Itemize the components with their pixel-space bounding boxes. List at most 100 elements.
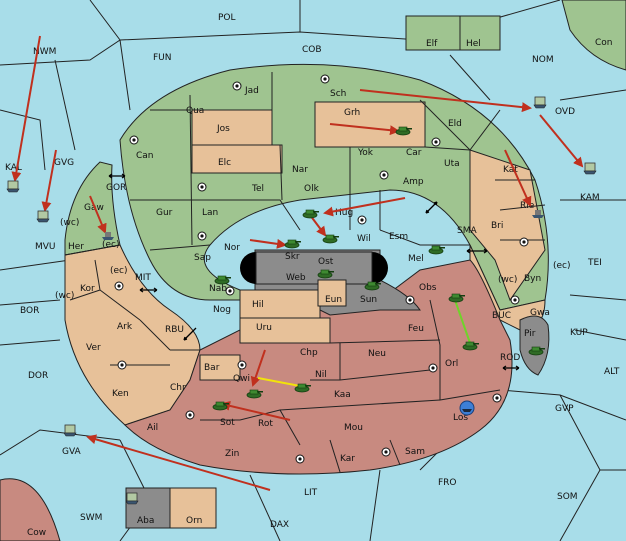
sea-label: GVG [54, 158, 74, 168]
order-arrows [11, 35, 584, 491]
land-label: Sch [330, 89, 346, 99]
land-label: Uru [256, 323, 272, 333]
land-label: Rot [258, 419, 273, 429]
land-label: Nog [213, 305, 231, 315]
land-label: Hug [335, 208, 353, 218]
sea-label: FRO [438, 478, 457, 488]
land-label: Eld [448, 119, 462, 129]
land-label: Cow [27, 528, 46, 538]
land-label: Tel [251, 184, 264, 194]
land-label: Mou [344, 423, 363, 433]
land-label: Orn [186, 516, 202, 526]
sea-label: DOR [28, 371, 48, 381]
land-label: Lan [202, 208, 218, 218]
sea-label: TEI [587, 258, 602, 268]
sea-label: GVP [555, 404, 574, 414]
sea-label: BOR [20, 306, 39, 316]
land-label: Qwi [233, 374, 250, 384]
land-label: Uta [444, 159, 460, 169]
land-label: Her [68, 242, 84, 252]
territory-elf-hel-box[interactable] [405, 15, 501, 51]
sea-label: GVA [62, 447, 82, 457]
supply-centers [114, 74, 529, 464]
land-label: Eun [325, 295, 342, 305]
land-label: Grh [344, 108, 360, 118]
land-label: Byn [524, 274, 541, 284]
internal-borders [64, 72, 546, 473]
land-label: Can [136, 151, 154, 161]
sea-label: POL [218, 13, 236, 23]
land-label: Kar [340, 454, 355, 464]
sea-label: GOR [106, 183, 126, 193]
land-label: Nab [209, 284, 227, 294]
land-label: Rle [520, 201, 535, 211]
land-label: Ver [86, 343, 101, 353]
land-label: Sot [220, 418, 235, 428]
sea-label: FUN [153, 53, 172, 63]
strait-markers [108, 173, 520, 371]
land-label: Elf [426, 39, 438, 49]
land-label: Ark [117, 322, 133, 332]
land-label: Bar [204, 363, 220, 373]
sea-label: MIT [135, 273, 151, 283]
land-label: Wil [357, 234, 371, 244]
land-label: Chr [170, 383, 186, 393]
land-label: Sap [194, 253, 211, 263]
sea-label: MVU [35, 242, 56, 252]
land-label: Web [286, 273, 306, 283]
territory-con[interactable] [561, 0, 626, 71]
territory-orn[interactable] [169, 487, 217, 529]
land-label: Obs [419, 283, 437, 293]
coast-label: (wc) [60, 218, 79, 228]
sea-label: RBU [165, 325, 184, 335]
land-label: Kat [503, 165, 518, 175]
sea-label: ALT [604, 367, 620, 377]
land-label: Esm [389, 232, 408, 242]
land-label: Nar [292, 165, 308, 175]
coast-label: (ec) [102, 240, 120, 250]
land-label: Sun [360, 295, 377, 305]
land-label: Elc [218, 158, 231, 168]
sea-label: SWM [80, 513, 102, 523]
sea-label: KAL [5, 163, 22, 173]
land-label: Olk [304, 184, 320, 194]
land-label: Gur [156, 208, 173, 218]
coast-label: (wc) [55, 291, 74, 301]
land-labels: Elf Hel Con Jad Sch Qua Grh Eld Jos Can … [27, 38, 613, 538]
land-label: Amp [403, 177, 424, 187]
land-label: Ken [112, 389, 129, 399]
coast-label: (ec) [110, 266, 128, 276]
sea-label: SOM [557, 492, 578, 502]
sea-label: KUP [570, 328, 588, 338]
land-label: Kor [80, 284, 95, 294]
land-label: Kaa [334, 390, 351, 400]
sea-label: ROD [500, 353, 520, 363]
sea-label: OVD [555, 107, 575, 117]
sea-label: LIT [304, 488, 318, 498]
sea-label: NOM [532, 55, 554, 65]
land-label: Yok [357, 148, 374, 158]
land-label: Nil [315, 370, 327, 380]
coast-label: (wc) [498, 275, 517, 285]
land-label: Hil [252, 300, 264, 310]
land-label: Sam [405, 447, 425, 457]
sea-label: SMA [457, 226, 477, 236]
land-label: Qua [186, 106, 204, 116]
land-label: Car [406, 148, 422, 158]
land-label: Los [453, 413, 468, 423]
land-label: Jad [244, 86, 259, 96]
continent [64, 63, 550, 475]
land-label: Chp [300, 348, 318, 358]
land-label: Ail [147, 423, 158, 433]
land-label: Mel [408, 254, 424, 264]
sea-label: BUC [492, 311, 511, 321]
land-label: Aba [137, 516, 154, 526]
sea-labels: POL COB FUN NOM NWM GVG OVD KAL KAM MVU … [5, 13, 620, 530]
land-label: Ost [318, 257, 334, 267]
land-label: Bri [491, 221, 503, 231]
sea-label: NWM [33, 47, 56, 57]
land-label: Gwa [530, 308, 550, 318]
coast-label: (ec) [553, 261, 571, 271]
